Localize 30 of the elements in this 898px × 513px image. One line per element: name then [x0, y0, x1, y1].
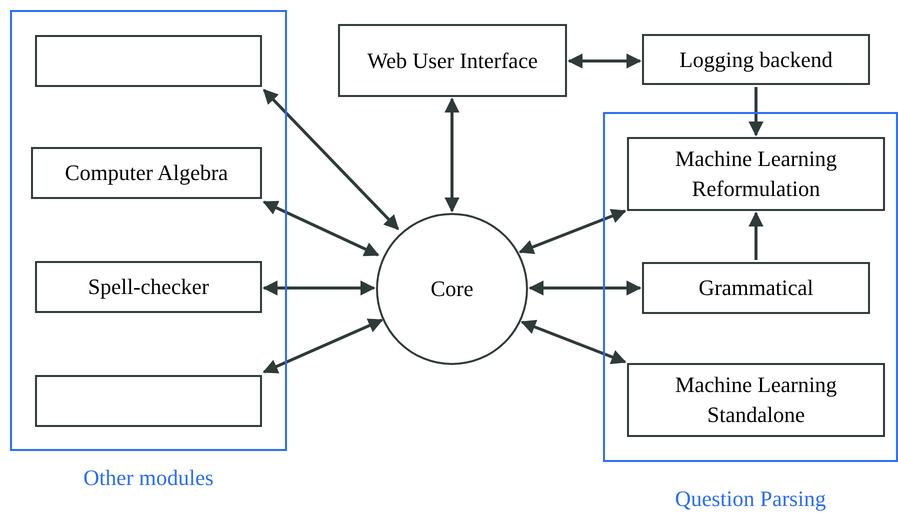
arrow [748, 87, 764, 136]
node-label: Machine Learning Reformulation [674, 145, 838, 203]
module-box [338, 24, 567, 97]
arrow [528, 280, 642, 296]
arrow [262, 200, 380, 256]
arrow [444, 98, 460, 212]
node-label: Spell-checker [87, 273, 210, 302]
arrow [518, 208, 626, 254]
group-label: Question Parsing [674, 485, 827, 513]
arrow [262, 88, 400, 230]
node-label: Logging backend [678, 46, 834, 74]
arrow [262, 280, 376, 296]
arrow [262, 318, 384, 374]
module-box [31, 147, 262, 199]
node-label: Core [430, 275, 474, 304]
arrow [748, 212, 764, 260]
module-box [627, 137, 885, 211]
arrow [520, 320, 626, 364]
group-label: Other modules [82, 464, 215, 492]
module-box [35, 261, 262, 313]
arrow [568, 54, 642, 68]
node-label: Machine Learning Standalone [674, 371, 838, 429]
node-label: Computer Algebra [64, 159, 230, 188]
node-label: Grammatical [698, 274, 814, 302]
module-box [35, 375, 262, 427]
module-box [642, 262, 870, 314]
module-box [627, 363, 885, 437]
module-box [642, 34, 870, 85]
node-label: Web User Interface [366, 46, 539, 75]
module-box [35, 35, 262, 87]
